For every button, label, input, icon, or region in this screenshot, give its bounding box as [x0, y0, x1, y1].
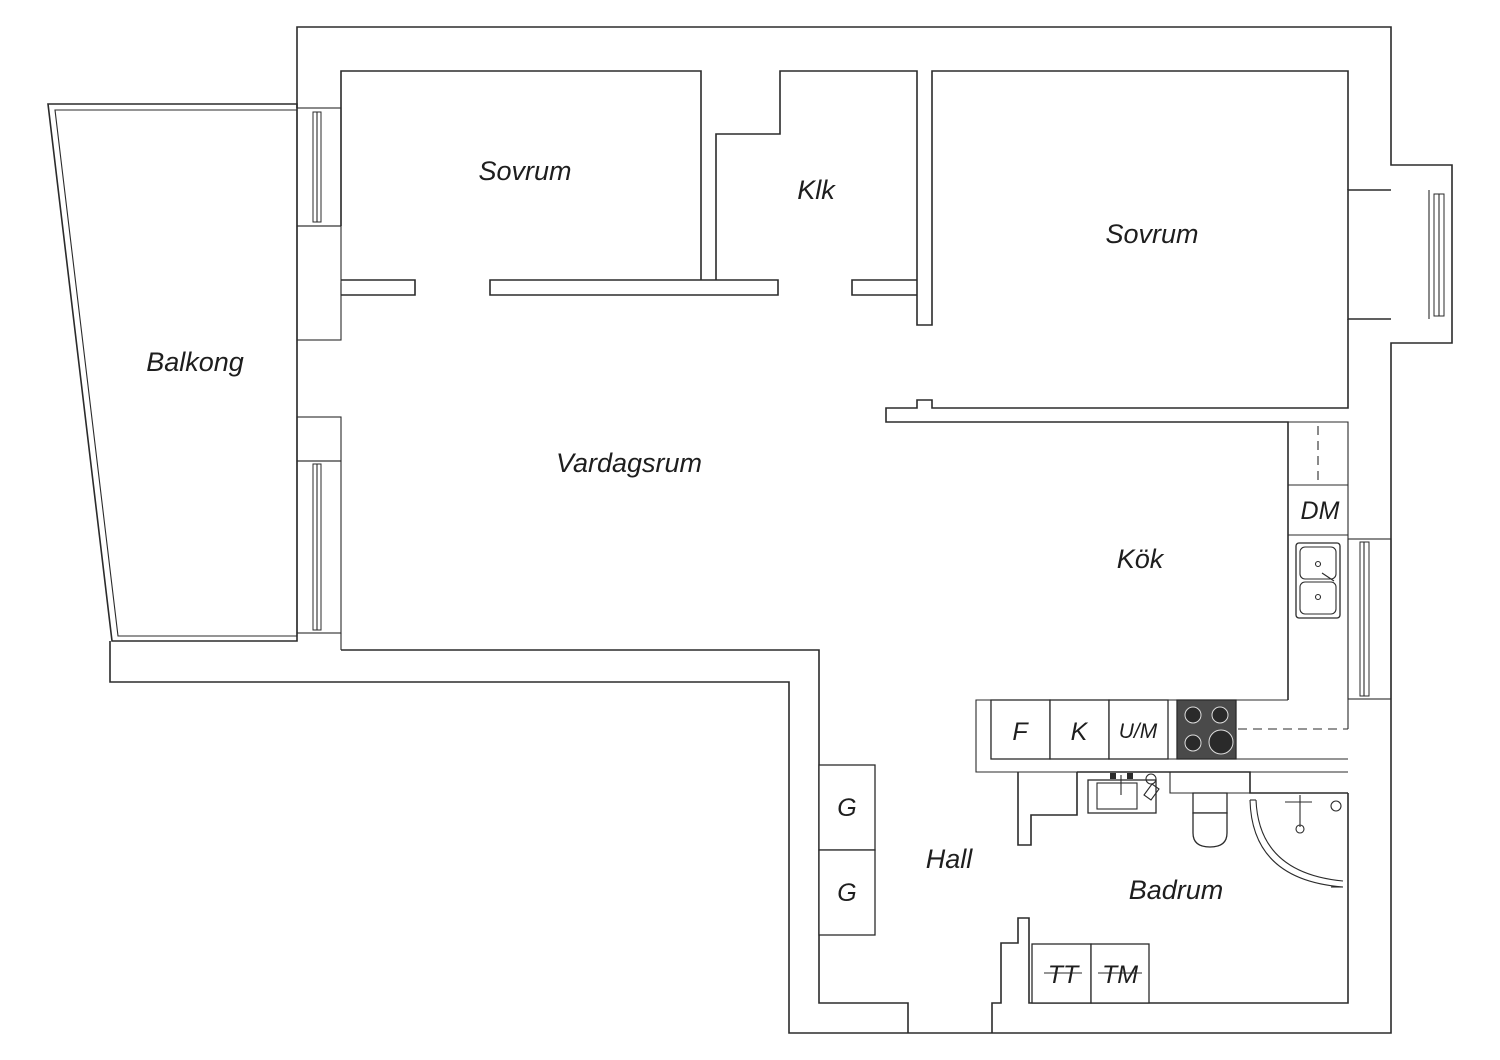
bathroom-walls	[1017, 771, 1348, 846]
exterior-walls	[109, 26, 1453, 1034]
room-label-kok: Kök	[1117, 544, 1165, 574]
appliance-fridge-label: F	[1012, 718, 1029, 746]
appliance-fridge: F	[990, 699, 1051, 760]
balcony	[47, 103, 298, 642]
toilet	[1192, 792, 1228, 848]
wardrobe-1: G	[818, 764, 876, 851]
stove	[1176, 699, 1237, 760]
room-label-hall: Hall	[926, 844, 974, 874]
appliance-dishwasher-label: DM	[1301, 497, 1340, 525]
room-label-klk: Klk	[797, 175, 836, 205]
room-label-sovrum-east: Sovrum	[1105, 219, 1198, 249]
laundry-washer: TM	[1090, 943, 1150, 1004]
interior-walls	[340, 70, 1349, 700]
room-label-balkong: Balkong	[146, 347, 244, 377]
bathroom-sink	[1087, 773, 1160, 814]
room-label-vardagsrum: Vardagsrum	[556, 448, 702, 478]
laundry-dryer: TT	[1031, 943, 1092, 1004]
appliance-oven-microwave: U/M	[1108, 699, 1169, 760]
shower	[1249, 795, 1344, 888]
window-east-bedroom	[1347, 189, 1445, 320]
window-kitchen	[1347, 538, 1392, 700]
kitchen-sink	[1295, 542, 1341, 619]
room-label-sovrum-west: Sovrum	[478, 156, 571, 186]
wall-pier-west	[296, 225, 369, 341]
appliance-oven-microwave-label: U/M	[1119, 720, 1158, 743]
wardrobe-2-label: G	[837, 879, 856, 907]
wardrobe-1-label: G	[837, 794, 856, 822]
room-label-badrum: Badrum	[1129, 875, 1224, 905]
window-west-bedroom	[296, 107, 342, 227]
wardrobe-2: G	[818, 849, 876, 936]
appliance-washer-label: TM	[1102, 961, 1138, 989]
window-west-living	[296, 416, 342, 650]
appliance-dryer-label: TT	[1048, 961, 1080, 989]
appliance-freezer: K	[1049, 699, 1110, 760]
appliance-freezer-label: K	[1071, 718, 1089, 746]
